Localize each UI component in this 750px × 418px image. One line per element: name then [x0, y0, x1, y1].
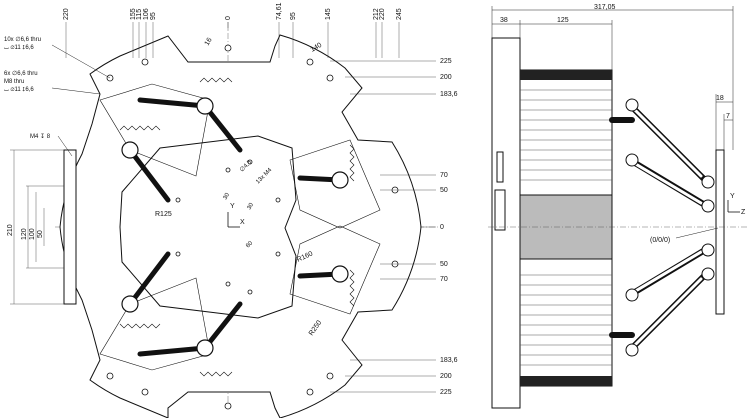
dim-top-155: 155: [130, 8, 137, 20]
dim-right-225-bottom: 225: [440, 389, 452, 396]
dim-top-74-61: 74,61: [276, 2, 283, 20]
dim-right-200-top: 200: [440, 74, 452, 81]
label-r125: R125: [155, 211, 172, 218]
dim-top-212: 212: [373, 8, 380, 20]
hatched-leg-areas: [99, 83, 381, 371]
leg-struts: [127, 97, 343, 357]
hole-note-10x: 10x ∅6,6 thru ⌴ ∅11 ↧6,6: [4, 36, 111, 79]
dim-top-220-right: 220: [379, 8, 386, 20]
dim-right-50-top: 50: [440, 187, 448, 194]
dim-left-50: 50: [37, 230, 44, 238]
dim-top-145: 145: [325, 8, 332, 20]
platform-plate: [119, 135, 297, 319]
dim-7: 7: [726, 113, 730, 120]
side-connector: [494, 189, 506, 231]
label-30: 30: [247, 202, 256, 211]
right-dimension-lines: [330, 60, 436, 393]
bellows: [119, 77, 355, 377]
dim-top-115: 115: [136, 9, 143, 20]
m4-note: M4 ↧ 8: [30, 133, 73, 157]
left-dimension-labels: 210 120 100 50: [7, 224, 44, 240]
svg-text:10x ∅6,6 thru: 10x ∅6,6 thru: [4, 36, 41, 43]
axis-x-label: X: [240, 219, 245, 226]
svg-text:M4 ↧ 8: M4 ↧ 8: [30, 133, 51, 140]
label-60: 60: [245, 240, 254, 249]
dim-top-95-left: 95: [150, 12, 157, 20]
dim-top-0: 0: [225, 16, 232, 20]
dim-125: 125: [557, 17, 569, 24]
front-view: 220 155 115 106 95 0 74,61 95 145 212 22…: [4, 2, 458, 418]
svg-text:⌴ ∅11 ↧6,6: ⌴ ∅11 ↧6,6: [4, 44, 34, 51]
left-dimension-lines: [10, 149, 64, 305]
origin-label: (0/0/0): [650, 237, 670, 244]
side-axis-y: Y: [730, 193, 735, 200]
dim-right-50-bottom: 50: [440, 261, 448, 268]
top-dimension-labels: 220 155 115 106 95 0 74,61 95 145 212 22…: [63, 2, 403, 20]
right-dimension-labels: 225 200 183,6 70 50 0 50 70 183,6 200 22…: [440, 58, 458, 396]
hole-note-6x: 6x ∅6,6 thru M8 thru ⌴ ∅11 ↧6,6: [4, 70, 101, 95]
dim-right-183-6-bottom: 183,6: [440, 357, 458, 364]
dim-right-0: 0: [440, 224, 444, 231]
dim-left-210: 210: [7, 224, 14, 236]
side-top-plate: [715, 149, 725, 315]
side-fins: [520, 89, 612, 366]
dim-right-70-bottom: 70: [440, 276, 448, 283]
dim-right-183-6-top: 183,6: [440, 91, 458, 98]
label-140: 140: [310, 42, 324, 54]
dim-top-245: 245: [396, 8, 403, 20]
mounting-holes: [106, 44, 399, 410]
side-view: 317,05 38 125: [488, 4, 748, 409]
dim-left-100: 100: [29, 228, 36, 240]
svg-text:6x ∅6,6 thru: 6x ∅6,6 thru: [4, 70, 38, 77]
svg-text:M8 thru: M8 thru: [4, 79, 24, 85]
side-struts: [609, 102, 708, 353]
dim-right-70-top: 70: [440, 172, 448, 179]
label-16: 16: [204, 37, 214, 47]
axis-y-label: Y: [230, 203, 235, 210]
dim-18: 18: [716, 95, 724, 102]
top-dimension-lines: [65, 22, 400, 58]
svg-text:⌴ ∅11 ↧6,6: ⌴ ∅11 ↧6,6: [4, 86, 34, 93]
dim-top-220-left: 220: [63, 8, 70, 20]
dim-top-95-right: 95: [290, 12, 297, 20]
label-30b: 30: [223, 192, 232, 201]
dim-top-106: 106: [143, 8, 150, 20]
left-mount-block: [63, 149, 77, 305]
dim-right-200-bottom: 200: [440, 373, 452, 380]
side-joints: [625, 98, 715, 357]
side-axis-z: Z: [741, 209, 746, 216]
dim-right-225-top: 225: [440, 58, 452, 65]
dim-38: 38: [500, 17, 508, 24]
joints: [121, 97, 349, 357]
dim-left-120: 120: [21, 228, 28, 240]
dim-total: 317,05: [594, 4, 616, 11]
